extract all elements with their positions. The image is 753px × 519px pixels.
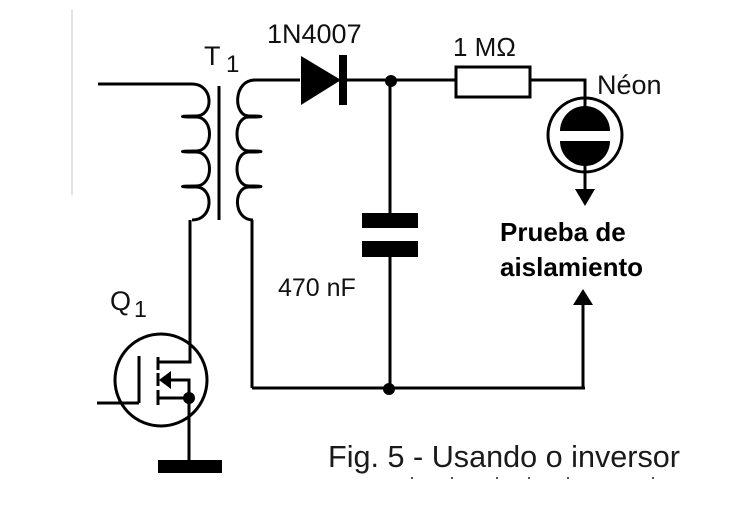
label-diode: 1N4007 <box>267 19 362 49</box>
test-probe-arrow-up-icon <box>573 289 593 305</box>
label-transformer-ref: T <box>204 41 221 71</box>
diode-1n4007 <box>301 55 456 105</box>
resistor-body <box>454 65 532 99</box>
primary-winding <box>181 82 211 222</box>
label-resistor: 1 MΩ <box>453 32 516 62</box>
ground-bar <box>158 460 222 473</box>
test-probe-arrow-down-icon <box>575 189 595 206</box>
neon-electrode-top <box>560 106 610 131</box>
junction-dot-bottom <box>383 383 395 395</box>
diode-anode-triangle <box>301 56 341 105</box>
label-transistor-ref: Q <box>110 286 131 316</box>
capacitor-plate-top <box>362 213 418 228</box>
neon-lamp <box>546 96 624 206</box>
label-transistor-sub: 1 <box>134 296 147 322</box>
resistor-1mohm <box>454 65 587 100</box>
mosfet-q1 <box>97 332 209 460</box>
secondary-winding <box>235 78 263 222</box>
caption-cutoff-remnants <box>411 477 654 479</box>
label-capacitor: 470 nF <box>278 274 356 302</box>
resistor-to-neon-wire <box>530 78 587 100</box>
mosfet-envelope <box>113 332 209 428</box>
mosfet-source-dot <box>183 392 195 404</box>
drain-lead <box>158 340 192 364</box>
label-transformer-sub: 1 <box>226 51 239 78</box>
capacitor-plate-bottom <box>362 241 418 257</box>
neon-electrode-bottom <box>560 141 610 166</box>
transformer-t1 <box>98 78 263 222</box>
capacitor-470nf <box>362 81 418 388</box>
annotation-line-2: aislamiento <box>500 252 643 282</box>
mosfet-body-arrow-icon <box>159 371 171 389</box>
figure-caption: Fig. 5 - Usando o inversor <box>328 439 680 474</box>
label-neon: Néon <box>597 70 662 100</box>
annotation-line-1: Prueba de <box>500 217 626 247</box>
diode-cathode-bar <box>339 55 347 105</box>
